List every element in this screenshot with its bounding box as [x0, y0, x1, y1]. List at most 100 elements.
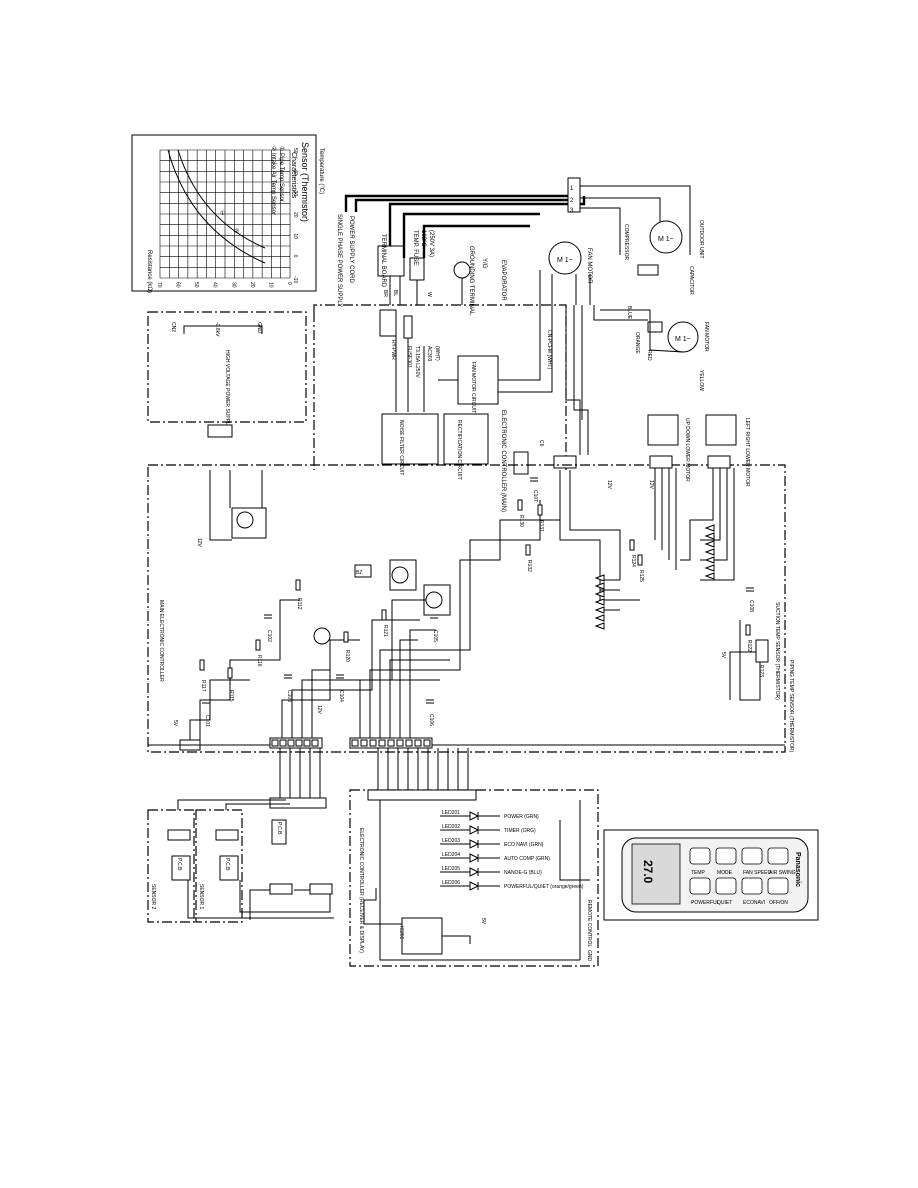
chart-x-tick: 50: [292, 148, 298, 154]
buzzer-label: BZ: [356, 570, 362, 576]
power-supply-label: SINGLE PHASE POWER SUPPLY: [336, 214, 342, 307]
pcb-main-sensor-label: P.C.B: [276, 822, 282, 835]
chart-x-tick: 10: [292, 233, 298, 239]
remote-button[interactable]: [767, 877, 789, 895]
display-board: ELECTRONIC CONTROLLER (RECEIVER & DISPLA…: [349, 748, 599, 967]
remote-button[interactable]: [767, 847, 789, 865]
rectification-label: RECTIFICATION CIRCUIT: [456, 420, 462, 480]
led-icon: [469, 811, 480, 821]
transistor-q2: [313, 627, 331, 645]
display-gnd-label: GND: [586, 950, 592, 962]
resistor-r117: R117: [200, 680, 206, 692]
power-wires: [344, 182, 586, 258]
power-cord-label: POWER SUPPLY CORD: [348, 216, 354, 283]
cap-c108: C108: [748, 600, 754, 612]
chart-y-tick: 70: [156, 282, 162, 288]
hv-connector: [207, 424, 233, 438]
buffer-triangle: [704, 524, 715, 532]
board-wire: [379, 500, 541, 738]
sensor1-frame: [195, 809, 243, 923]
outdoor-fan-capacitor: [647, 321, 663, 333]
sensor-chart-title: Sensor (Thermistor): [300, 142, 310, 222]
remote-button[interactable]: [715, 877, 737, 895]
board-wire: [189, 679, 250, 740]
chart-y-tick: 40: [212, 282, 218, 288]
resistor-glyph: [637, 554, 643, 566]
v5-label-2: 5V: [720, 652, 726, 659]
suction-sensor-label: SUCTION TEMP SENSOR (THERMISTOR): [774, 602, 780, 700]
led-id: LED205: [442, 866, 460, 872]
board-wire: [291, 619, 420, 738]
hv-output-wires: [183, 325, 263, 334]
connector-pin: [378, 739, 386, 747]
led-label: POWER (GRN): [504, 814, 539, 820]
chart-y-tick: 30: [230, 282, 236, 288]
ic201-box: [401, 917, 443, 955]
buffer-triangle: [594, 606, 605, 614]
connector-pin: [271, 739, 279, 747]
board-wire: [301, 599, 440, 738]
connector-pin: [295, 739, 303, 747]
buffer-triangle: [594, 598, 605, 606]
main-controller-title: ELECTRONIC CONTROLLER (MAIN): [500, 410, 506, 512]
remote-button-label: MODE: [717, 870, 733, 876]
led-label: ECO NAVI (GRN): [504, 842, 544, 848]
outdoor-fan-wires: [593, 305, 684, 353]
q3-frame: [389, 559, 417, 591]
connector-pin: [414, 739, 422, 747]
suction-sensor-connector: [755, 639, 769, 663]
evaporator-label: EVAPORATOR: [500, 260, 506, 301]
remote-button[interactable]: [689, 877, 711, 895]
sensor2-label: SENSOR 2: [150, 884, 156, 910]
connector-pin: [396, 739, 404, 747]
v12-label-1: 12V: [196, 538, 202, 548]
remote-button[interactable]: [715, 847, 737, 865]
remote-button-label: ECONAVI: [743, 900, 765, 906]
board-wire: [399, 639, 418, 738]
fuse301: [403, 315, 413, 339]
resistor-glyph: [295, 579, 301, 591]
buffer-triangle: [594, 622, 605, 630]
piping-sensor-label: PIPING TEMP SENSOR (THERMISTOR): [788, 660, 794, 753]
compressor-symbol: M 1~: [658, 236, 674, 243]
buffer-triangle: [594, 590, 605, 598]
remote-button[interactable]: [741, 877, 763, 895]
board-wire: [569, 470, 621, 580]
resistor-r121: R121: [382, 625, 388, 637]
compressor-label: COMPRESSOR: [623, 224, 629, 261]
remote-button[interactable]: [741, 847, 763, 865]
remote-button-label: TEMP: [691, 870, 706, 876]
remote-button[interactable]: [689, 847, 711, 865]
board-wire: [389, 659, 450, 738]
temp-fuse-spec: (250V 3A): [428, 230, 434, 257]
fan-motor-feed-wires: [565, 305, 589, 455]
display-bus-wires: [377, 748, 469, 790]
display-connector: [367, 789, 477, 801]
connector-pin: [287, 739, 295, 747]
resistor-r125: R125: [638, 570, 644, 582]
sensor2-connector: [167, 829, 191, 841]
red-wire-label: RED: [646, 350, 652, 361]
connector-pin: [351, 739, 359, 747]
chart-y-tick: 50: [193, 282, 199, 288]
chart-x-tick: 20: [292, 212, 298, 218]
board-wire: [281, 639, 360, 738]
led-icon: [469, 867, 480, 877]
sensor-chart-legend-1: ① Pipe Temp Sensor: [278, 146, 285, 202]
buffer-triangle: [704, 556, 715, 564]
connector-pin: [360, 739, 368, 747]
rectification-box: [443, 413, 489, 465]
sensor-chart-subtitle: Characteristics: [290, 152, 297, 199]
ic201-label: IC201: [398, 926, 404, 940]
main-board-wires: [148, 468, 785, 746]
outdoor-section: 1 2 3 M 1~ COMPRESSOR OUTDOOR UNIT CAPAC…: [567, 177, 709, 391]
driver-buffers: [594, 524, 715, 630]
outdoor-terminal-3: 3: [570, 208, 574, 214]
remote-button-label: FAN SPEED: [743, 870, 771, 876]
cap-c107: C107: [532, 490, 538, 502]
cap-c103: C103: [286, 690, 292, 702]
